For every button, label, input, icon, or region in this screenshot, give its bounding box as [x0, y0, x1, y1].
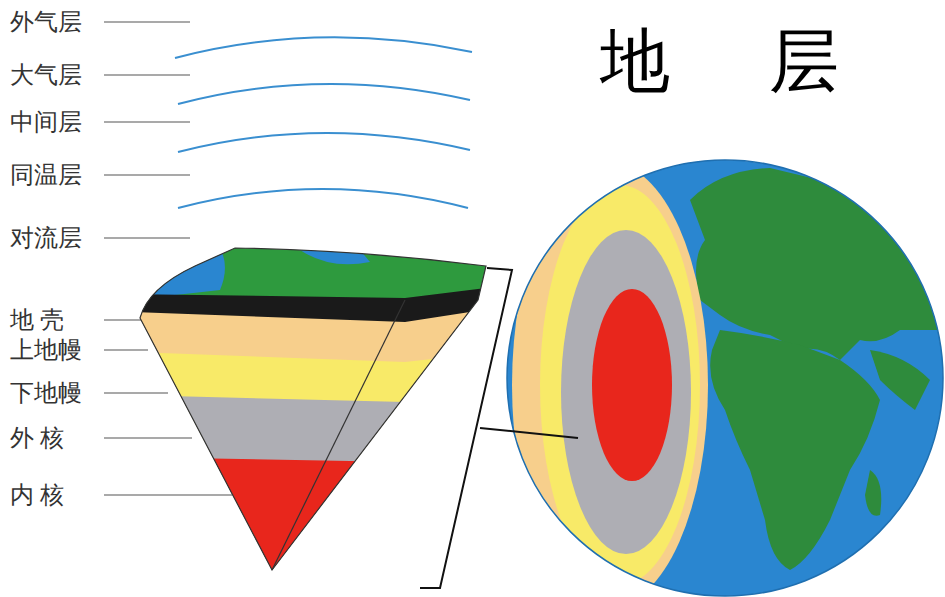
atmosphere-label: 对流层: [10, 226, 82, 250]
atmosphere-label: 外气层: [10, 10, 82, 34]
layer-label: 下地幔: [10, 381, 82, 405]
layer-label: 内 核: [10, 483, 64, 507]
pointer-line: [480, 428, 578, 438]
layer-label: 上地幔: [10, 338, 82, 362]
atmosphere-arcs: [175, 37, 472, 208]
bracket: [420, 268, 512, 588]
layer-label: 地 壳: [10, 308, 64, 332]
title: 地 层: [600, 26, 879, 96]
atmosphere-label: 大气层: [10, 63, 82, 87]
atmosphere-label: 同温层: [10, 163, 82, 187]
globe: [507, 160, 943, 597]
earth-wedge: [120, 230, 500, 597]
layer-label: 外 核: [10, 426, 64, 450]
atmosphere-label: 中间层: [10, 110, 82, 134]
